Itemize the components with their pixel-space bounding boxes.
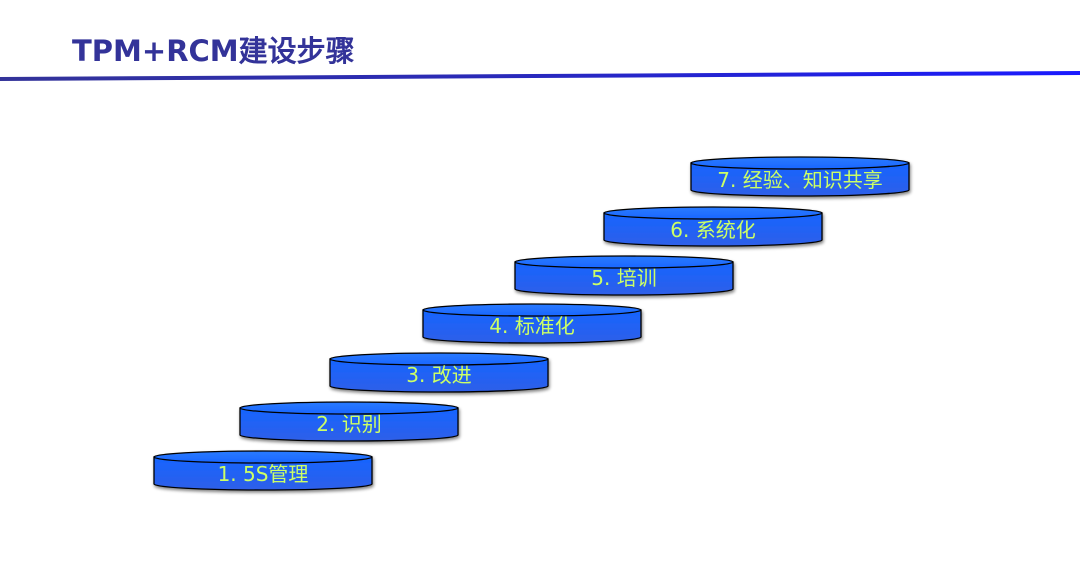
step-label-2: 2. 识别 — [316, 412, 382, 436]
step-label-4: 4. 标准化 — [489, 314, 575, 338]
step-label-7: 7. 经验、知识共享 — [717, 168, 883, 192]
step-label-1: 1. 5S管理 — [217, 462, 309, 486]
step-disc-5 — [514, 255, 734, 296]
step-label-6: 6. 系统化 — [670, 218, 756, 242]
step-label-5: 5. 培训 — [591, 266, 657, 290]
step-disc-6 — [603, 206, 823, 247]
step-disc-7 — [690, 156, 910, 197]
step-disc-1 — [153, 450, 373, 491]
step-label-3: 3. 改进 — [406, 363, 472, 387]
step-disc-4 — [422, 303, 642, 344]
title-underline — [0, 71, 1080, 81]
step-disc-2 — [239, 401, 459, 442]
slide-title: TPM+RCM建设步骤 — [72, 34, 355, 68]
step-disc-3 — [329, 352, 549, 393]
